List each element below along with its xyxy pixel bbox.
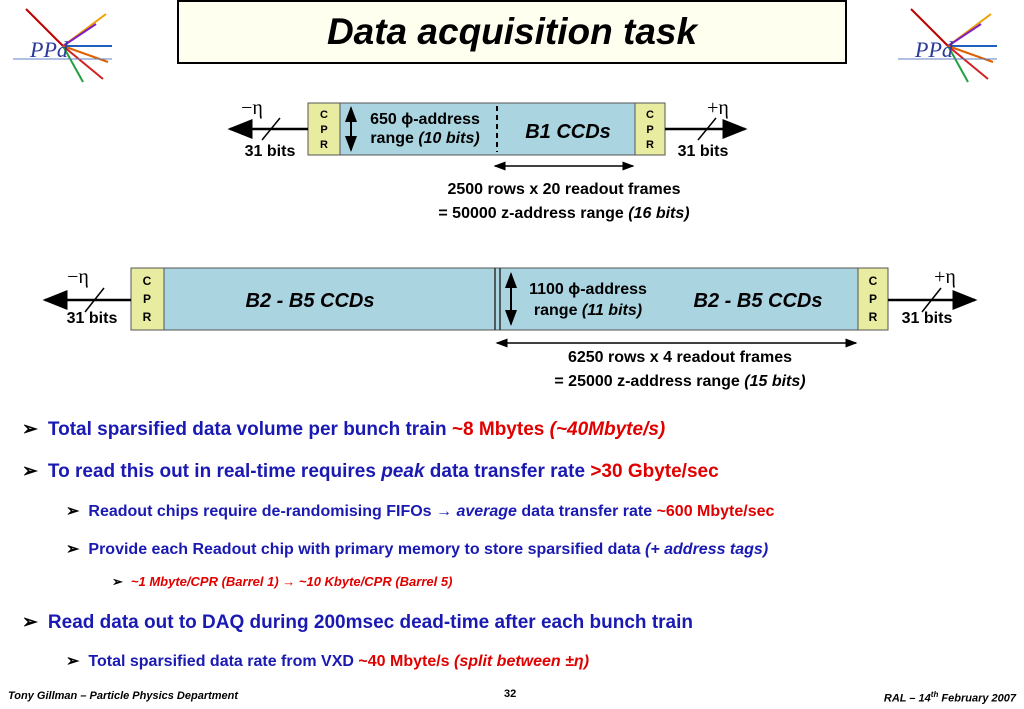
bullet-2-sub-1: ➢ Readout chips require de-randomising F… [66, 501, 774, 521]
logo-text-right: PPd [914, 37, 954, 62]
bullet-3-text: Read data out to DAQ during 200msec dead… [47, 612, 693, 633]
bullet-arrow-icon: ➢ [66, 541, 80, 558]
minus-eta-label: −η [241, 97, 263, 119]
bullet-arrow-icon: ➢ [66, 503, 80, 520]
bullet-2-sub-2-text: Provide each Readout chip with primary m… [88, 541, 769, 558]
bullet-3-sub-1-text: Total sparsified data rate from VXD ~40 … [88, 653, 590, 670]
logo-text-left: PPd [29, 37, 69, 62]
bullet-2-sub-1-text: Readout chips require de-randomising FIF… [88, 503, 775, 520]
cpr-box-right-1 [634, 102, 666, 156]
bits-label-right: 31 bits [902, 310, 953, 327]
bullet-2-sub-2-sub-1: ➢ ~1 Mbyte/CPR (Barrel 1) → ~10 Kbyte/CP… [112, 574, 452, 590]
footer-right: RAL – 14th February 2007 [883, 690, 1016, 705]
cpr-letter: R [143, 310, 152, 324]
cpr-letter: C [869, 274, 878, 288]
page-number: 32 [504, 688, 517, 700]
ppd-logo-right: PPd [893, 4, 1003, 84]
bullet-2: ➢ To read this out in real-time requires… [22, 460, 719, 483]
cpr-letter: R [869, 310, 878, 324]
cpr-letter: C [320, 109, 328, 121]
ccd-label-right: B2 - B5 CCDs [694, 290, 823, 312]
bullet-3-sub-1: ➢ Total sparsified data rate from VXD ~4… [66, 651, 589, 671]
cpr-letter: P [646, 124, 653, 136]
bullet-arrow-icon: ➢ [22, 612, 38, 633]
cpr-letter: P [143, 292, 151, 306]
cpr-letter: R [320, 139, 328, 151]
rows-label: 6250 rows x 4 readout frames [568, 349, 792, 366]
ccd-label-left: B2 - B5 CCDs [246, 290, 375, 312]
z-range-label: = 50000 z-address range (16 bits) [438, 205, 689, 222]
bullet-2-sub-2-sub-1-text: ~1 Mbyte/CPR (Barrel 1) → ~10 Kbyte/CPR … [130, 574, 453, 589]
slide-title: Data acquisition task [326, 11, 698, 52]
bullet-1-text: Total sparsified data volume per bunch t… [47, 419, 666, 440]
plus-eta-label: +η [707, 97, 729, 119]
bullet-arrow-icon: ➢ [22, 419, 38, 440]
bullet-1: ➢ Total sparsified data volume per bunch… [22, 418, 665, 441]
ppd-logo-left: PPd [8, 4, 118, 84]
bullet-arrow-icon: ➢ [22, 461, 38, 482]
barrel1-diagram: C P R C P R 650 ϕ-address range (10 bits… [42, 97, 978, 390]
bullet-arrow-icon: ➢ [112, 574, 123, 589]
cpr-letter: P [869, 292, 877, 306]
cpr-letter: P [320, 124, 327, 136]
phi-address-label: 650 ϕ-address [370, 111, 480, 128]
phi-range-label: range (11 bits) [534, 302, 642, 319]
bullet-arrow-icon: ➢ [66, 653, 80, 670]
b1-ccd-box [339, 102, 636, 156]
footer-left: Tony Gillman – Particle Physics Departme… [8, 690, 239, 702]
minus-eta-label: −η [67, 266, 89, 288]
bullet-2-text: To read this out in real-time requires p… [47, 461, 719, 482]
title-box: Data acquisition task [177, 0, 847, 64]
bits-label-left: 31 bits [67, 310, 118, 327]
phi-address-label: 1100 ϕ-address [529, 281, 647, 298]
z-range-label: = 25000 z-address range (15 bits) [554, 373, 805, 390]
bits-label-left: 31 bits [245, 143, 296, 160]
cpr-letter: R [646, 139, 654, 151]
cpr-letter: C [143, 274, 152, 288]
rows-label: 2500 rows x 20 readout frames [447, 181, 680, 198]
cpr-letter: C [646, 109, 654, 121]
bits-label-right: 31 bits [678, 143, 729, 160]
phi-range-label: range (10 bits) [370, 130, 479, 147]
cpr-box-left-1 [307, 102, 341, 156]
ccd-label: B1 CCDs [525, 121, 611, 143]
plus-eta-label: +η [934, 266, 956, 288]
cpr-box-right-2 [857, 267, 889, 331]
bullet-3: ➢ Read data out to DAQ during 200msec de… [22, 611, 693, 634]
bullet-2-sub-2: ➢ Provide each Readout chip with primary… [66, 539, 768, 559]
